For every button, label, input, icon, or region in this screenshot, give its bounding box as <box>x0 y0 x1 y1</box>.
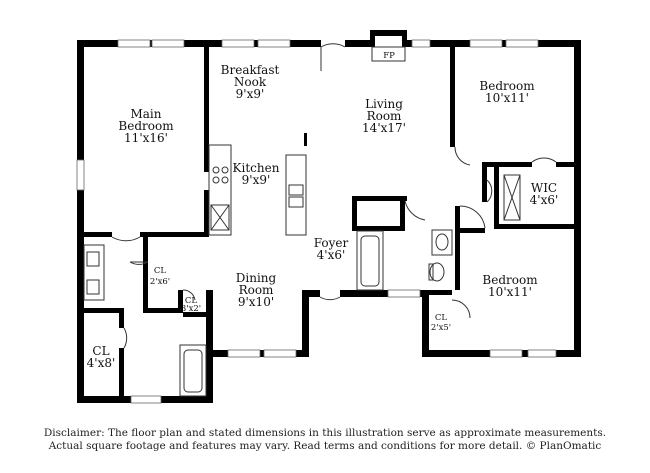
closet-3-name: CL <box>92 344 109 358</box>
dining-room-name-line2: Room <box>239 283 274 297</box>
foyer-name: Foyer <box>314 236 349 250</box>
closet-3-size: 4'x8' <box>87 356 116 370</box>
closet-4-name: CL <box>435 313 448 323</box>
fixtures <box>83 46 521 397</box>
living-room-size: 14'x17' <box>362 121 406 135</box>
dining-room-name-line1: Dining <box>236 271 277 285</box>
closet-1-size: 2'x6' <box>150 277 170 287</box>
closet-2-name: CL <box>185 296 198 306</box>
main-bedroom-name-line1: Main <box>130 107 161 121</box>
bedroom-2-size: 10'x11' <box>488 285 532 299</box>
kitchen-name: Kitchen <box>233 161 280 175</box>
kitchen-size: 9'x9' <box>242 173 271 187</box>
fireplace-label: FP <box>383 51 395 61</box>
interior-walls <box>84 47 581 402</box>
doors <box>111 43 557 349</box>
breakfast-nook-size: 9'x9' <box>236 87 265 101</box>
living-room-name-line1: Living <box>365 97 403 111</box>
breakfast-nook-name-line1: Breakfast <box>221 63 280 77</box>
foyer-size: 4'x6' <box>317 248 346 262</box>
bedroom-2-name: Bedroom <box>482 273 538 287</box>
room-labels: Breakfast Nook 9'x9' Main Bedroom 11'x16… <box>87 51 559 370</box>
bedroom-1-name: Bedroom <box>479 79 535 93</box>
wic-size: 4'x6' <box>530 193 559 207</box>
wic-name: WIC <box>531 181 557 195</box>
closet-4-size: 2'x5' <box>431 323 451 333</box>
dining-room-size: 9'x10' <box>238 295 274 309</box>
disclaimer-line-2: Actual square footage and features may v… <box>48 440 602 452</box>
living-room-name-line2: Room <box>367 109 402 123</box>
bedroom-1-size: 10'x11' <box>485 91 529 105</box>
closet-2-size: 3'x2' <box>181 304 201 314</box>
main-bedroom-name-line2: Bedroom <box>118 119 174 133</box>
windows <box>76 39 557 404</box>
breakfast-nook-name-line2: Nook <box>234 75 267 89</box>
closet-1-name: CL <box>154 266 167 276</box>
disclaimer-line-1: Disclaimer: The floor plan and stated di… <box>43 427 607 439</box>
main-bedroom-size: 11'x16' <box>124 131 168 145</box>
